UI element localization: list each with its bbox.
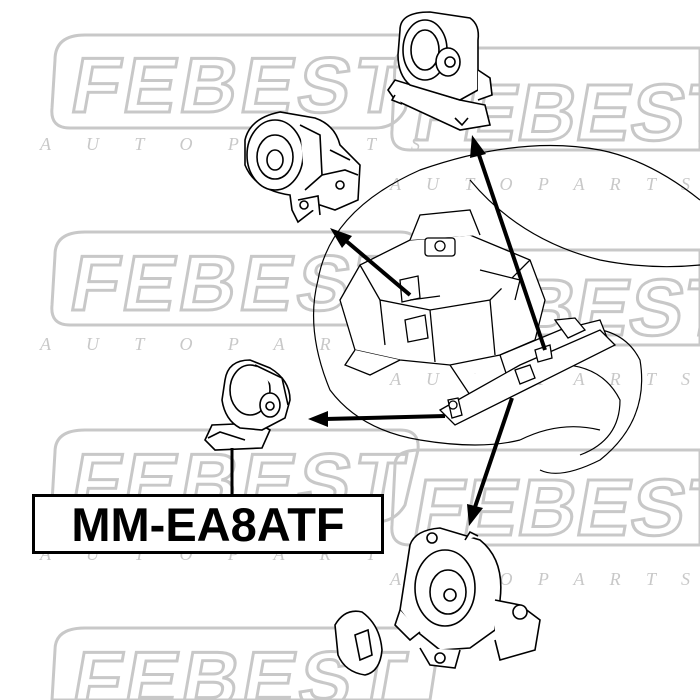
mount-left-mm-ea8atf [204, 359, 291, 451]
arrow-to-top-right-mount [470, 135, 547, 351]
mount-top-right [387, 11, 493, 131]
arrow-to-upper-left-mount [330, 228, 412, 297]
callout-arrows [308, 135, 547, 526]
arrow-to-bottom-right-mount [467, 397, 514, 526]
mount-bottom-right [394, 527, 541, 669]
watermark-tagline-text: A U T O P A R T S [39, 334, 420, 354]
watermark-tagline-text: A U T O P A R T S [39, 134, 420, 154]
watermark-tagline-text: A U T O P A R T S [389, 174, 690, 194]
part-number-label: MM-EA8ATF [32, 494, 384, 554]
mount-upper-left [244, 111, 361, 224]
watermark-brand-text: FEBEST [65, 42, 410, 129]
part-number-text: MM-EA8ATF [71, 497, 345, 551]
subframe [438, 329, 617, 426]
watermark-top-left: FEBEST A U T O P A R T S [39, 33, 422, 154]
mount-insulator-plate [334, 610, 383, 676]
arrow-to-left-mount [308, 411, 446, 427]
